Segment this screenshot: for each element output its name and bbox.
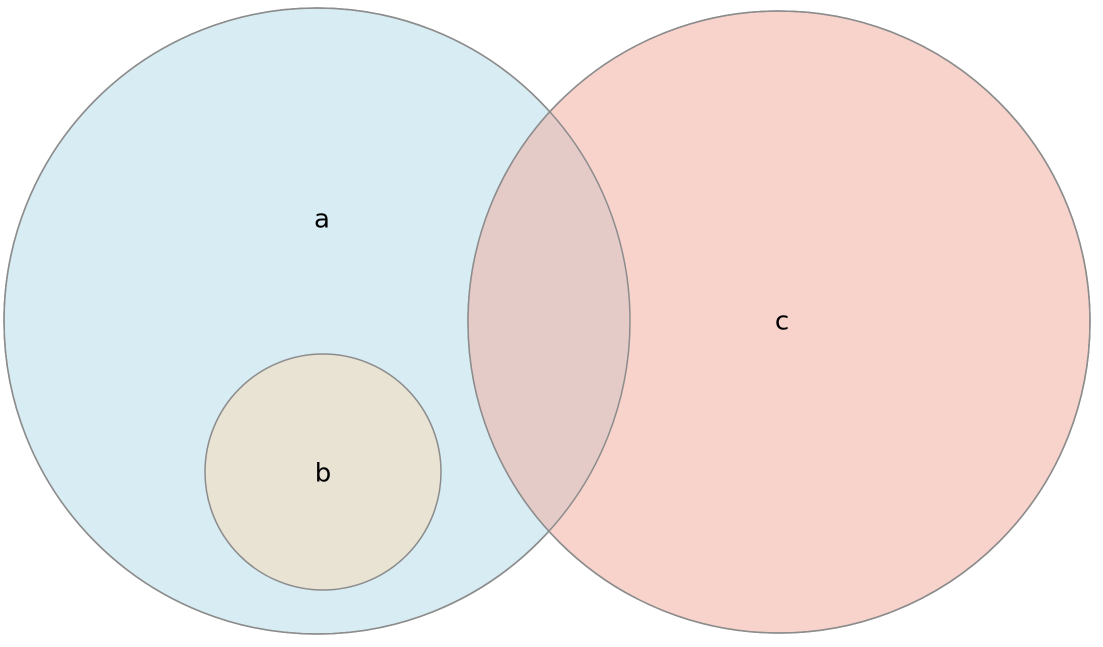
set-label-c: c	[775, 307, 789, 337]
set-label-b: b	[315, 459, 332, 489]
set-outline-c	[467, 10, 1091, 634]
set-outline-a	[3, 7, 631, 635]
set-label-a: a	[314, 205, 330, 235]
set-circle-b[interactable]	[204, 353, 442, 591]
